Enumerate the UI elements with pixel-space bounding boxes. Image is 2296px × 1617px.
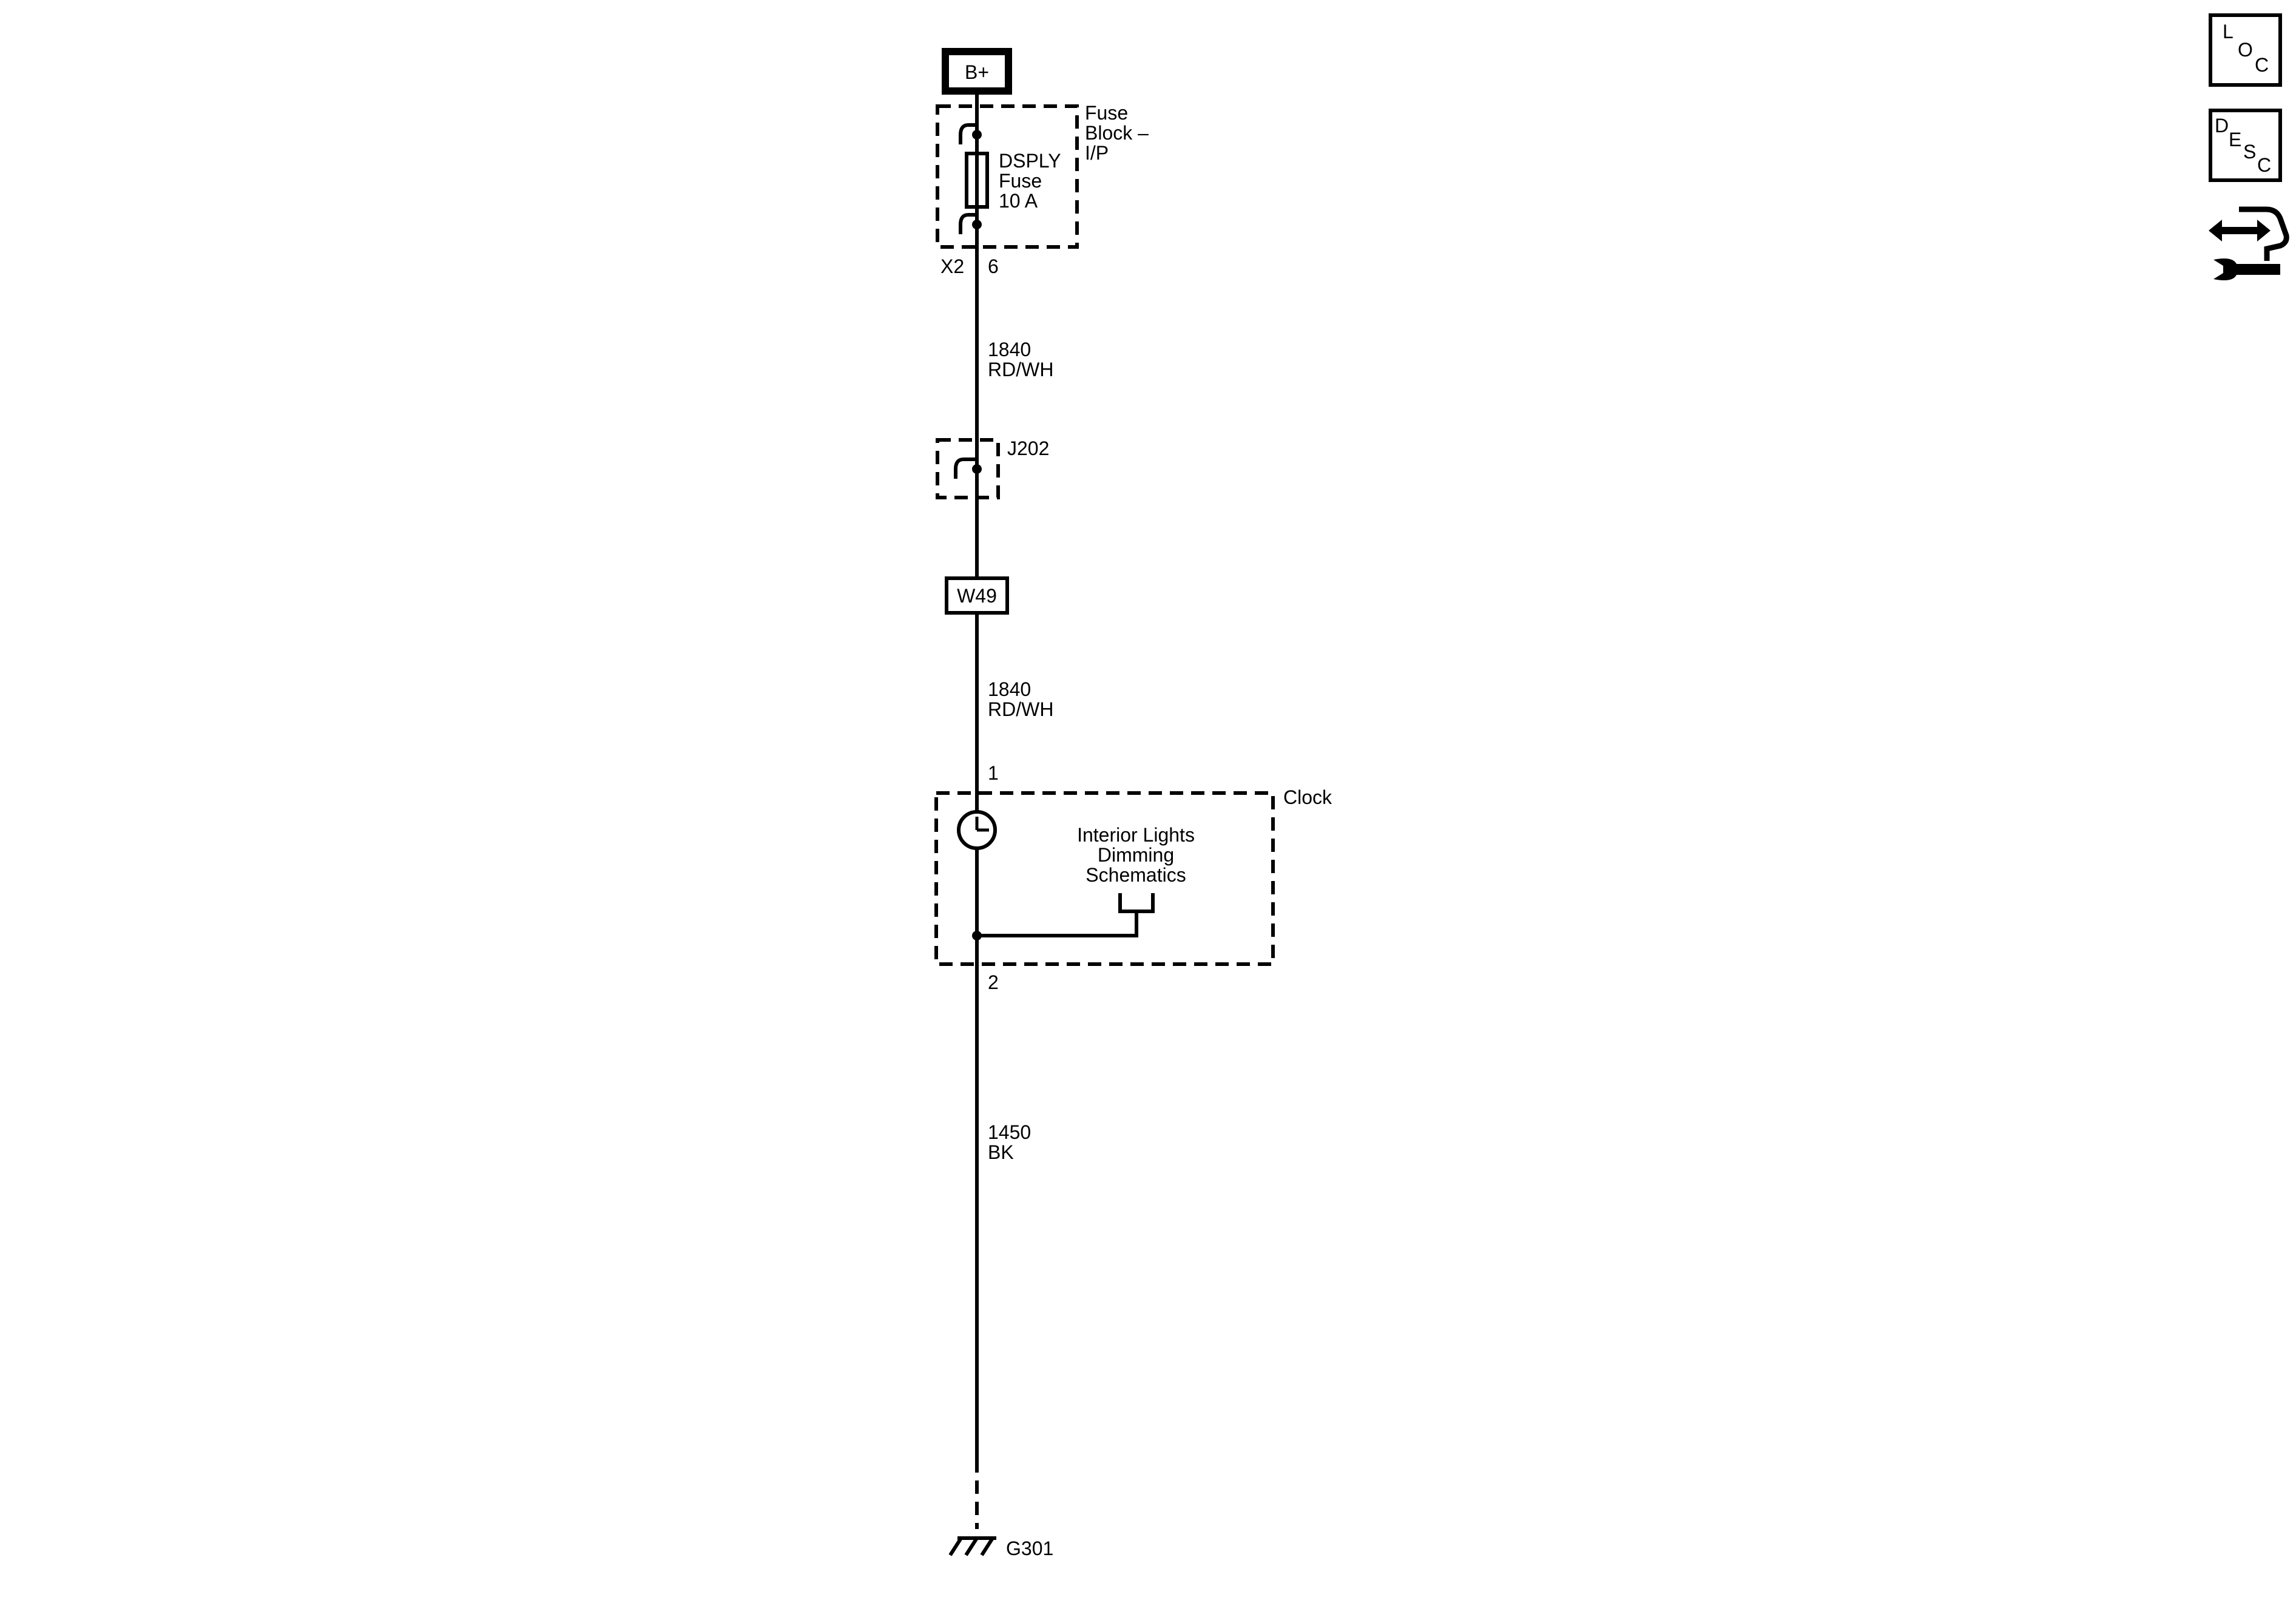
power-source-label: B+: [965, 61, 989, 83]
ground-g301: G301: [948, 1536, 1053, 1559]
fuse-block-title-3: I/P: [1085, 142, 1109, 164]
svg-text:C: C: [2257, 154, 2271, 176]
splice-label: J202: [1007, 437, 1049, 459]
svg-text:L: L: [2223, 21, 2234, 42]
fuse-block-title-2: Block –: [1085, 122, 1149, 144]
splice-j202: J202: [936, 437, 1049, 499]
clock-reference-3: Schematics: [1086, 864, 1186, 886]
fuse-name-1: DSPLY: [999, 150, 1061, 172]
clock-reference-2: Dimming: [1098, 844, 1174, 866]
clock-title: Clock: [1283, 786, 1332, 808]
wire-2-color: RD/WH: [988, 698, 1053, 720]
wire-1-circuit: 1840: [988, 339, 1031, 360]
location-icon[interactable]: L O C: [2209, 13, 2282, 87]
ground-label: G301: [1006, 1538, 1053, 1559]
clock-pin-out: 2: [988, 971, 999, 993]
wire-3-circuit: 1450: [988, 1121, 1031, 1143]
clock-module: 1 Clock Interior Lights Dimming Schemati…: [934, 762, 1332, 993]
description-icon[interactable]: D E S C: [2209, 109, 2282, 182]
svg-text:S: S: [2243, 141, 2256, 163]
wire-2-circuit: 1840: [988, 678, 1031, 700]
fuse-block-title-1: Fuse: [1085, 102, 1128, 124]
svg-text:E: E: [2229, 129, 2241, 150]
fuse-block-connector: X2: [940, 255, 964, 277]
fuse-block-pin: 6: [988, 255, 999, 277]
battery-positive-source: B+: [942, 48, 1012, 95]
svg-text:C: C: [2255, 54, 2269, 76]
wire-1-color: RD/WH: [988, 359, 1053, 380]
clock-pin-in: 1: [988, 762, 999, 784]
fuse-block-ip: Fuse Block – I/P DSPLY Fuse 10 A X2 6: [936, 102, 1149, 277]
inline-connector-w49: W49: [945, 576, 1009, 615]
fuse-name-2: Fuse: [999, 170, 1042, 192]
inline-connector-label: W49: [957, 585, 997, 607]
connector-service-icon[interactable]: [2209, 206, 2289, 280]
fuse-rating: 10 A: [999, 190, 1038, 212]
svg-text:D: D: [2215, 115, 2229, 137]
svg-text:O: O: [2238, 39, 2253, 61]
clock-face-icon: [957, 810, 997, 850]
clock-reference-1: Interior Lights: [1077, 824, 1195, 846]
wire-3-color: BK: [988, 1141, 1014, 1163]
